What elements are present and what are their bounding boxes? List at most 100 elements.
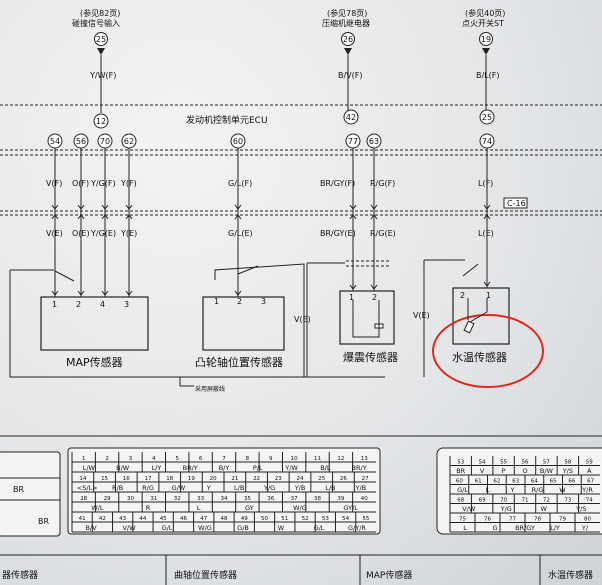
pin-label: 3 — [261, 297, 266, 306]
wire-label-f: O(F) — [72, 179, 89, 188]
connector-cell: B/W — [540, 467, 554, 475]
connector-cell: B/Y — [219, 464, 230, 472]
connector-cell: 46 — [180, 516, 187, 522]
connector-cell: 14 — [79, 476, 86, 482]
connector-cell: 35 — [244, 496, 251, 502]
connector-cell: 39 — [337, 496, 344, 502]
connector-cell: GY — [245, 504, 254, 512]
pin-label: 2 — [237, 297, 242, 306]
connector-cell: 71 — [522, 498, 529, 504]
connector-cell: 76 — [484, 517, 491, 523]
sensor-label: MAP传感器 — [66, 356, 123, 369]
connector-cell: R/B — [112, 484, 123, 492]
ecu-pin: 60 — [233, 137, 243, 146]
connector-cell: G/W — [172, 484, 186, 492]
ref-name: 压缩机继电器 — [322, 18, 370, 28]
top-ref-collision: (参见82页) 碰撞信号输入 25 Y/W(F) — [72, 8, 120, 113]
ecu-label: 发动机控制单元ECU — [186, 114, 268, 126]
connector-cell: 29 — [104, 496, 111, 502]
connector-cell: BR — [456, 467, 465, 475]
connector-cell: 48 — [221, 516, 228, 522]
connector-cell: 40 — [361, 496, 368, 502]
ref-node-number: 26 — [343, 35, 353, 44]
connector-cell: BR/Y — [352, 464, 367, 472]
top-ref-ignition: (参见40页) 点火开关ST 19 B/L(F) — [462, 8, 505, 113]
ecu-pin: 62 — [124, 137, 134, 146]
arrow-down-icon — [482, 48, 490, 55]
ground-wire-label: V(E) — [294, 315, 311, 324]
connector-cell: 27 — [362, 476, 369, 482]
connector-cell: 36 — [267, 496, 274, 502]
wire-label-e: V(E) — [46, 229, 63, 238]
connector-cell: V — [480, 467, 485, 475]
connector-cell: 15 — [101, 476, 108, 482]
connector-cell: 41 — [79, 516, 86, 522]
pin-label: 2 — [76, 300, 81, 309]
wire-label: B/L(F) — [476, 71, 499, 80]
connector-cell: 2 — [105, 456, 109, 462]
connector-cell: W — [278, 524, 285, 532]
pin-label: 1 — [486, 291, 491, 300]
arrow-down-icon — [344, 48, 352, 55]
connector-cell: L/B — [234, 484, 244, 492]
connector-cell: L/Y — [152, 464, 162, 472]
bottom-label: MAP传感器 — [366, 569, 412, 581]
ecu-pin: 63 — [369, 137, 379, 146]
connector-cell: 65 — [550, 479, 557, 485]
wire-label: B/V(F) — [338, 71, 363, 80]
wire-label-f: R/G(F) — [370, 179, 395, 188]
connector-cell: 1 — [82, 456, 86, 462]
sensor-label: 水温传感器 — [452, 351, 507, 364]
connector-cell: 80 — [584, 517, 591, 523]
connector-cell: Y/S — [575, 505, 586, 513]
pin-label: 1 — [214, 297, 219, 306]
connector-cell: 77 — [509, 517, 516, 523]
connector-cell: 74 — [586, 498, 593, 504]
connector-cell: 52 — [302, 516, 309, 522]
ref-node — [479, 32, 493, 46]
wire-label-e: O(E) — [72, 229, 90, 238]
connector-cell: 23 — [275, 476, 282, 482]
connector-cell: 6 — [199, 456, 203, 462]
connector-cell: L/Y — [550, 524, 560, 532]
pin-label: BR — [38, 517, 49, 526]
arrow-down-icon — [97, 48, 105, 55]
connector-cell: 47 — [200, 516, 207, 522]
connector-cell: 66 — [568, 479, 575, 485]
connector-cell: 22 — [253, 476, 260, 482]
connector-cell: G/L — [314, 524, 325, 532]
connector-cell: 51 — [281, 516, 288, 522]
connector-cell: 78 — [534, 517, 541, 523]
connector-cell: 64 — [531, 479, 538, 485]
connector-cell: 37 — [291, 496, 298, 502]
connector-cell: 63 — [512, 479, 519, 485]
connector-cell: 69 — [479, 498, 486, 504]
connector-cell: 13 — [361, 456, 368, 462]
ref-node-number: 19 — [481, 35, 491, 44]
connector-cell: L/B — [325, 484, 335, 492]
ref-page: (参见78页) — [327, 8, 367, 18]
bottom-label: 器传感器 — [2, 569, 38, 581]
connector-cell: 33 — [197, 496, 204, 502]
connector-cell: Y/W — [284, 464, 298, 472]
connector-cell: B/L — [320, 464, 331, 472]
connector-cell: W/L — [91, 504, 104, 512]
connector-cell: W/G — [198, 524, 212, 532]
connector-cell: W — [541, 505, 548, 513]
wire-label-e: Y(E) — [120, 229, 137, 238]
connector-cell: V/W — [462, 505, 476, 513]
connector-cell: 50 — [261, 516, 268, 522]
connector-cell: 4 — [152, 456, 156, 462]
connector-cell: O — [522, 467, 527, 475]
connector-cell: 73 — [564, 498, 571, 504]
connector-cell: A — [587, 467, 592, 475]
highlight-circle — [432, 314, 544, 388]
connector-cell: G/B — [237, 524, 249, 532]
left-connector: BR BR — [0, 451, 61, 537]
ref-name: 碰撞信号输入 — [72, 18, 120, 28]
ref-page: (参见82页) — [80, 8, 120, 18]
connector-cell: 59 — [586, 460, 593, 466]
connector-cell: Y/B — [294, 484, 306, 492]
connector-cell: 12 — [337, 456, 344, 462]
